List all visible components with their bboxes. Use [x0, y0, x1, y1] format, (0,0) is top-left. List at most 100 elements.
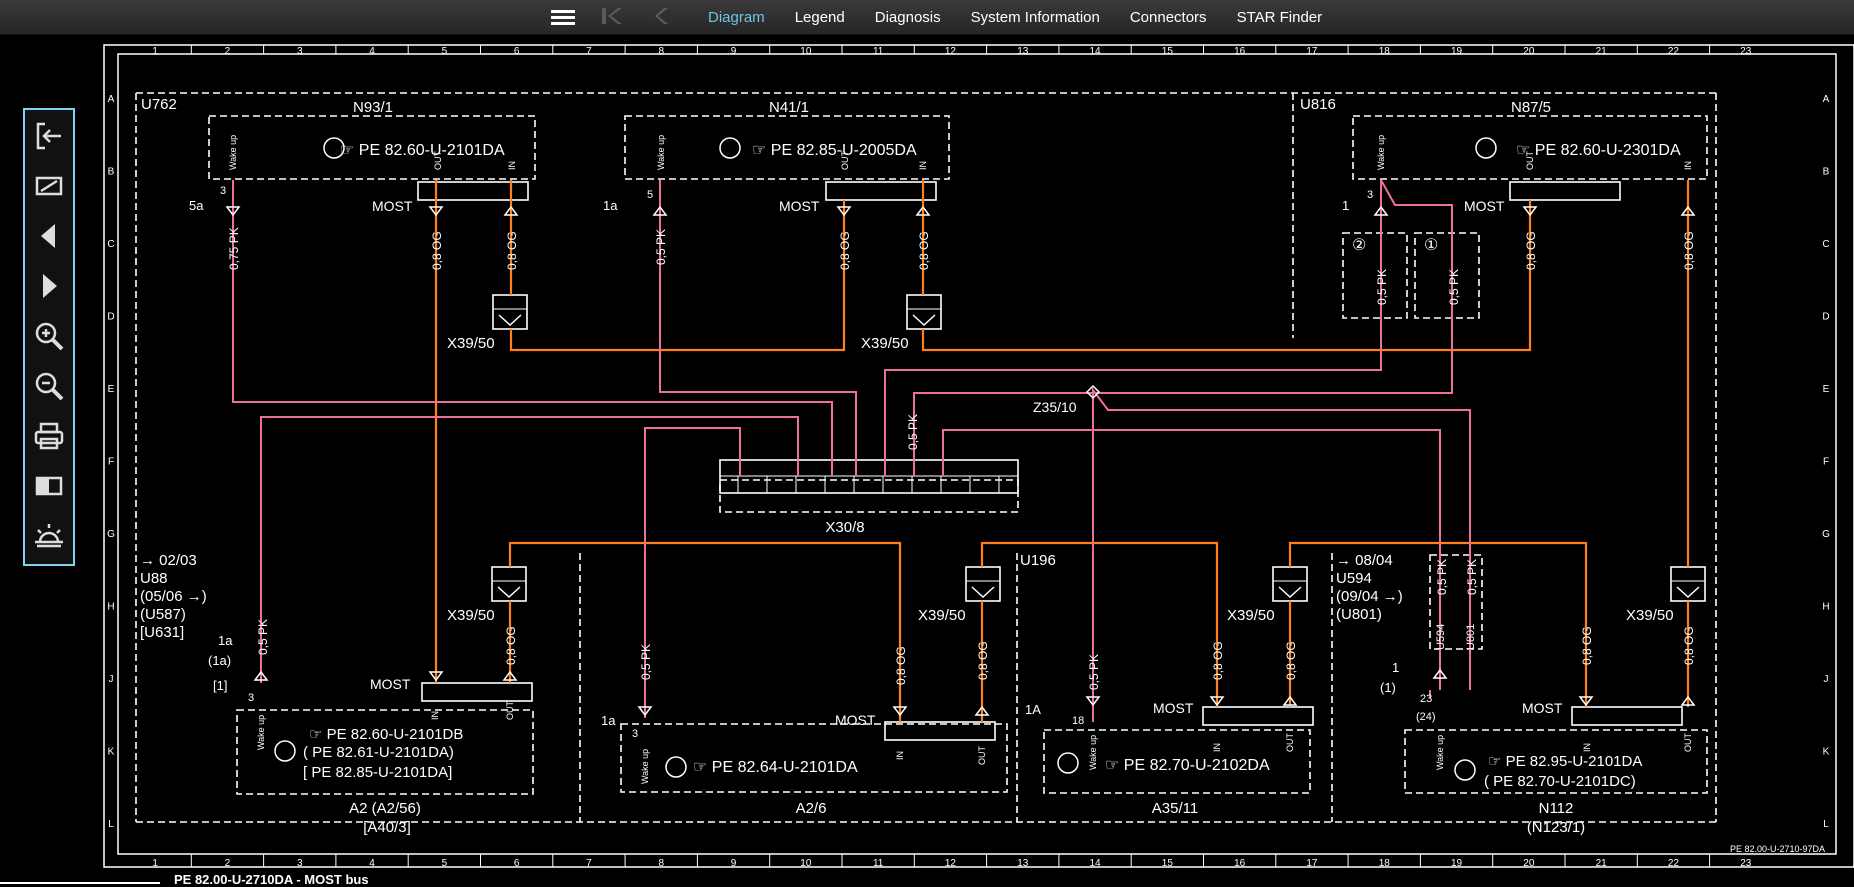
tab-connectors[interactable]: Connectors: [1129, 8, 1207, 26]
grid-column-label: 12: [945, 858, 957, 869]
ref-a2-2: ( PE 82.61-U-2101DA): [303, 744, 454, 761]
label-pin-direction: OUT: [840, 151, 850, 171]
label-u594-block: (U801): [1336, 606, 1382, 623]
wire-wakeup-a26: [644, 427, 741, 718]
zoom-in-icon[interactable]: [25, 316, 73, 356]
label-wire-gauge: 0,5 PK: [1435, 559, 1449, 595]
pin-arrow: [915, 205, 931, 216]
label-wire-gauge: 0,8 OG: [430, 231, 444, 270]
side-toolbar: [23, 108, 75, 566]
transistor-symbol: [274, 740, 296, 762]
exit-icon[interactable]: [25, 116, 73, 156]
label-x3950: X39/50: [1227, 607, 1275, 624]
pin-arrow: [1522, 206, 1538, 217]
label-pin: 3: [632, 728, 638, 740]
pin-arrow: [1432, 668, 1448, 679]
diagram-title: PE 82.00-U-2710DA - MOST bus: [174, 872, 369, 887]
ref-a2-1: ☞ PE 82.60-U-2101DB: [309, 726, 463, 743]
wire-wakeup-a2: [260, 416, 799, 683]
grid-row-label: F: [108, 457, 114, 468]
fit-page-icon[interactable]: [25, 166, 73, 206]
menu-icon[interactable]: [551, 7, 575, 27]
wire-z3510-a: [942, 429, 1441, 690]
grid-row-label: H: [107, 602, 114, 613]
grid-column-label: 14: [1089, 46, 1101, 57]
label-most: MOST: [372, 198, 413, 214]
wire-a3511-n112: [1288, 541, 1588, 707]
tab-system-information[interactable]: System Information: [970, 8, 1100, 26]
control-unit-n41: [624, 115, 950, 180]
previous-icon[interactable]: [25, 216, 73, 256]
control-unit-a2: [236, 709, 534, 795]
label-wire-gauge: 0,8 OG: [1524, 231, 1538, 270]
label-most: MOST: [1153, 700, 1194, 716]
label-wire-gauge: 0,8 OG: [1284, 641, 1298, 680]
zoom-out-icon[interactable]: [25, 366, 73, 406]
transistor-symbol: [1475, 137, 1497, 159]
label-wake-up: Wake up: [228, 135, 238, 170]
label-u801-variant: U801: [1465, 624, 1477, 650]
label-u88-block: U88: [140, 570, 168, 587]
label-variant-2: ②: [1352, 237, 1366, 254]
label-x3950: X39/50: [447, 335, 495, 352]
label-pin-direction: IN: [1683, 161, 1693, 170]
control-unit-a3511: [1043, 729, 1311, 794]
label-wire-gauge: 0,8 OG: [1682, 626, 1696, 665]
tab-diagnosis[interactable]: Diagnosis: [874, 8, 941, 26]
ref-n41: ☞ PE 82.85-U-2005DA: [752, 142, 917, 159]
plug-x3950: [1272, 566, 1308, 602]
plug-x3950-pin: [1676, 586, 1700, 599]
control-unit-a26: [620, 723, 1008, 793]
grid-column-label: 18: [1379, 46, 1391, 57]
ref-n112-2: ( PE 82.70-U-2101DC): [1484, 773, 1636, 790]
label-most: MOST: [1522, 700, 1563, 716]
grid-row-label: G: [107, 529, 115, 540]
wire-a26-a3511: [980, 541, 1219, 707]
top-navigation-bar: Diagram Legend Diagnosis System Informat…: [0, 0, 1854, 35]
connector-strip: [417, 181, 529, 201]
label-u196: U196: [1020, 552, 1056, 569]
grid-column-label: 23: [1740, 858, 1752, 869]
grid-column-label: 5: [442, 46, 448, 57]
pin-arrow: [1373, 205, 1389, 216]
contrast-icon[interactable]: [25, 466, 73, 506]
grid-column-label: 4: [369, 858, 375, 869]
plug-x3950: [492, 294, 528, 330]
label-n93: N93/1: [353, 99, 393, 116]
label-document-id: PE 82.00-U-2710-97DA: [1730, 844, 1825, 854]
ref-n112-1: ☞ PE 82.95-U-2101DA: [1488, 753, 1642, 770]
tab-legend[interactable]: Legend: [794, 8, 845, 26]
ref-n93: ☞ PE 82.60-U-2101DA: [340, 142, 505, 159]
plug-x3950-pin: [971, 586, 995, 599]
wire-wakeup-n41: [659, 180, 857, 476]
label-wire-gauge: 0,8 OG: [1580, 626, 1594, 665]
pin-arrow: [974, 705, 990, 716]
print-icon[interactable]: [25, 416, 73, 456]
label-pin-direction: OUT: [1285, 733, 1295, 753]
label-u88-block: [U631]: [140, 624, 184, 641]
grid-column-label: 16: [1234, 858, 1246, 869]
label-wire-gauge: 0,5 PK: [256, 619, 270, 655]
label-wire-gauge: 0,8 OG: [917, 231, 931, 270]
grid-column-label: 10: [800, 46, 812, 57]
pin-arrow: [502, 670, 518, 681]
next-icon[interactable]: [25, 266, 73, 306]
label-pin: (1a): [208, 653, 231, 668]
wire-wakeup-n87-2: [884, 180, 1382, 476]
tab-star-finder[interactable]: STAR Finder: [1236, 8, 1323, 26]
label-wire-gauge: 0,5 PK: [1465, 559, 1479, 595]
control-unit-n93: [208, 115, 536, 180]
label-most: MOST: [370, 676, 411, 692]
brightness-icon[interactable]: [25, 516, 73, 556]
back-icon[interactable]: [652, 5, 674, 27]
grid-row-label: A: [1823, 94, 1830, 105]
label-pin: 18: [1072, 715, 1084, 727]
first-page-icon[interactable]: [600, 5, 626, 27]
label-pin: 23: [1420, 693, 1432, 705]
label-most: MOST: [1464, 198, 1505, 214]
label-a26: A2/6: [796, 800, 827, 817]
tab-diagram[interactable]: Diagram: [708, 8, 765, 26]
label-pin: 5a: [189, 198, 204, 213]
connector-strip: [1571, 706, 1683, 726]
